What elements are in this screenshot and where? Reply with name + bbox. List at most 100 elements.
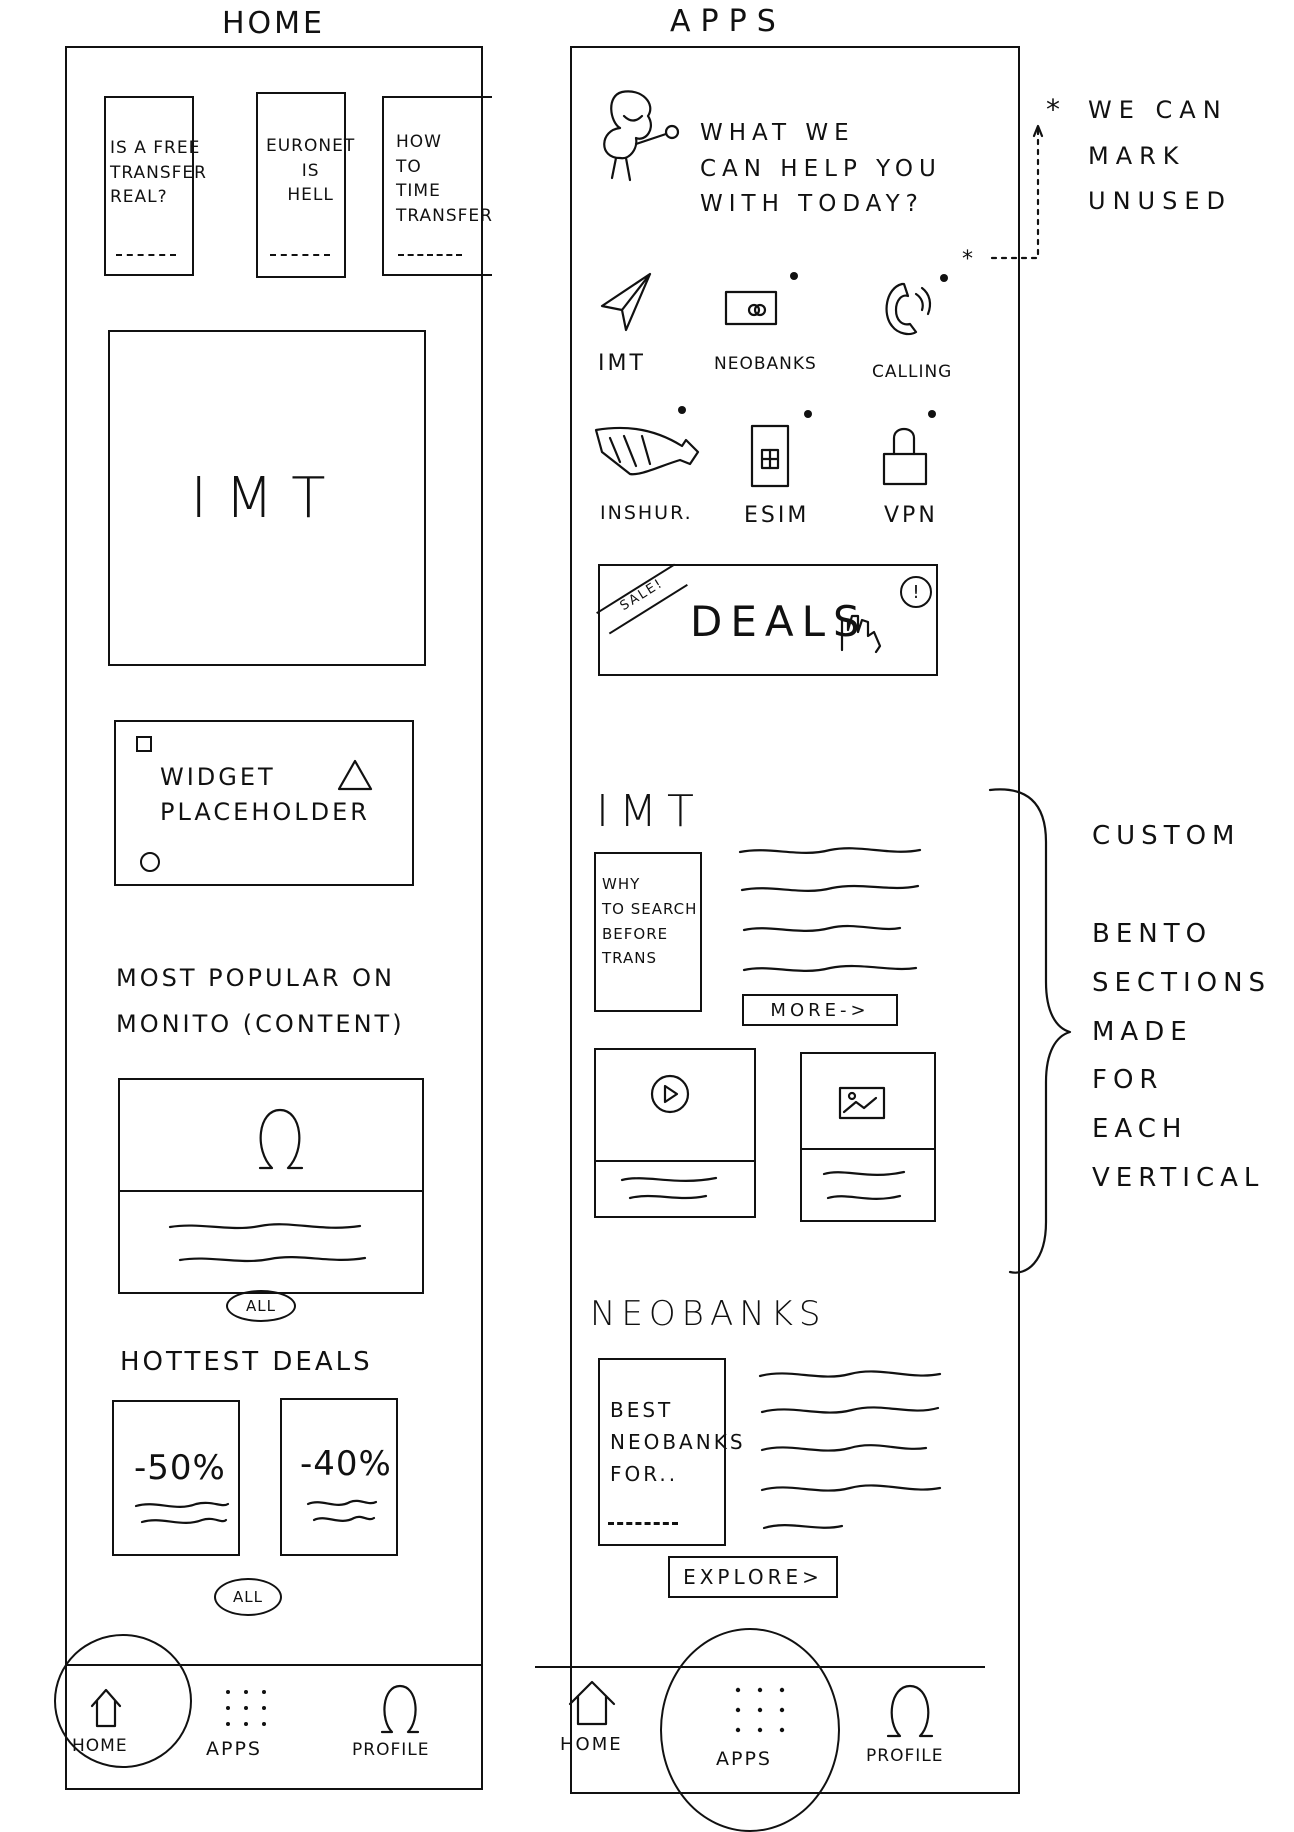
card-dashes xyxy=(116,254,176,256)
lock-icon xyxy=(882,427,928,486)
home-article-card[interactable]: IS A FREE TRANSFER REAL? xyxy=(104,96,206,276)
home-nav-home[interactable]: HOME xyxy=(72,1686,168,1766)
apps-nav-apps[interactable]: APPS xyxy=(712,1684,812,1776)
home-deals-title: HOTTEST DEALS xyxy=(120,1347,373,1377)
more-label: MORE-> xyxy=(770,999,870,1021)
card-divider xyxy=(596,1160,754,1162)
nav-label: HOME xyxy=(560,1734,623,1755)
card-dashes xyxy=(398,254,462,256)
nav-label: APPS xyxy=(206,1738,262,1760)
apps-deals-banner[interactable]: SALE! DEALS ! xyxy=(596,563,938,676)
notification-dot xyxy=(940,274,948,282)
alert-badge: ! xyxy=(900,576,932,608)
card-divider xyxy=(802,1148,934,1150)
card-dashes xyxy=(270,254,330,256)
app-tile-calling[interactable]: CALLING xyxy=(860,270,980,386)
app-tile-esim[interactable]: ESIM xyxy=(734,406,834,530)
app-tile-vpn[interactable]: VPN xyxy=(870,406,970,530)
sale-ribbon: SALE! xyxy=(596,563,688,635)
widget-label: WIDGET PLACEHOLDER xyxy=(160,763,370,826)
bank-card-icon xyxy=(724,290,778,326)
deal-text-lines xyxy=(134,1501,230,1524)
notification-dot xyxy=(928,410,936,418)
app-label: VPN xyxy=(884,503,938,528)
paper-plane-icon xyxy=(600,272,652,332)
apps-neobanks-article-card[interactable]: BEST NEOBANKS FOR.. xyxy=(598,1358,743,1546)
home-nav-profile[interactable]: PROFILE xyxy=(352,1680,456,1768)
deal-label: -50% xyxy=(134,1448,226,1488)
card-text: IS A FREE TRANSFER REAL? xyxy=(110,138,207,208)
sale-ribbon-label: SALE! xyxy=(617,575,667,615)
mascot-icon xyxy=(603,90,680,182)
home-nav-divider xyxy=(65,1664,483,1666)
app-tile-imt[interactable]: IMT xyxy=(590,270,680,380)
profile-icon xyxy=(380,1684,420,1734)
square-shape xyxy=(136,736,152,752)
card-text-lines xyxy=(620,1176,718,1200)
home-popular-all-button[interactable]: ALL xyxy=(226,1290,296,1322)
home-article-card[interactable]: EURONET IS HELL xyxy=(256,92,354,278)
app-label: NEOBANKS xyxy=(714,354,817,374)
deal-label: -40% xyxy=(300,1444,392,1484)
annotation-bento: CUSTOM BENTO SECTIONS MADE FOR EACH VERT… xyxy=(1092,821,1272,1194)
annotation-unused: WE CAN MARK UNUSED xyxy=(1088,96,1232,216)
card-text: EURONET IS HELL xyxy=(266,136,356,206)
esim-icon xyxy=(750,424,790,488)
nav-label: PROFILE xyxy=(352,1740,430,1760)
profile-icon xyxy=(886,1684,934,1738)
home-deal-card[interactable]: -40% xyxy=(280,1398,398,1556)
deals-label: DEALS xyxy=(690,597,868,646)
nav-label: APPS xyxy=(716,1748,772,1770)
grid-icon xyxy=(226,1690,266,1726)
nav-label: HOME xyxy=(72,1736,128,1756)
apps-imt-video-card[interactable] xyxy=(594,1048,756,1218)
app-tile-neobanks[interactable]: NEOBANKS xyxy=(706,270,826,380)
notification-dot xyxy=(678,406,686,414)
home-popular-title: MOST POPULAR ON MONITO (CONTENT) xyxy=(116,964,405,1038)
card-divider xyxy=(120,1190,422,1192)
play-icon xyxy=(650,1074,690,1114)
phone-icon xyxy=(885,282,932,336)
imt-text-lines xyxy=(738,847,922,972)
apps-nav-home[interactable]: HOME xyxy=(558,1676,654,1762)
circle-shape xyxy=(140,852,160,872)
apps-neobanks-explore-button[interactable]: EXPLORE> xyxy=(668,1556,838,1598)
nav-label: PROFILE xyxy=(866,1746,944,1766)
notification-dot xyxy=(790,272,798,280)
app-tile-insurance[interactable]: INSHUR. xyxy=(590,406,710,530)
card-text: WHY TO SEARCH BEFORE TRANS xyxy=(602,875,698,968)
home-widget-placeholder: WIDGET PLACEHOLDER xyxy=(114,720,414,886)
deal-text-lines xyxy=(306,1499,378,1522)
apps-imt-more-button[interactable]: MORE-> xyxy=(742,994,898,1026)
apps-imt-article-card[interactable]: WHY TO SEARCH BEFORE TRANS xyxy=(594,852,702,1012)
app-label: IMT xyxy=(598,351,646,376)
image-icon xyxy=(838,1086,886,1120)
home-article-card[interactable]: HOW TO TIME TRANSFER xyxy=(382,96,492,276)
home-nav-highlight-circle xyxy=(54,1634,192,1768)
annotation-bracket xyxy=(988,788,1072,1274)
alert-badge-label: ! xyxy=(912,581,920,603)
app-label: ESIM xyxy=(744,503,810,528)
home-deals-all-button[interactable]: ALL xyxy=(214,1578,282,1616)
hand-icon xyxy=(840,614,882,654)
home-popular-card[interactable] xyxy=(118,1078,424,1294)
annotation-connector xyxy=(988,124,1044,260)
app-label: CALLING xyxy=(872,362,953,382)
home-imt-hero[interactable]: IMT xyxy=(108,330,426,666)
home-screen-title: HOME xyxy=(222,6,326,41)
grid-icon xyxy=(735,1687,785,1733)
hero-label: IMT xyxy=(190,465,344,531)
home-deal-card[interactable]: -50% xyxy=(112,1400,240,1556)
apps-nav-profile[interactable]: PROFILE xyxy=(858,1680,968,1772)
annotation-asterisk: * xyxy=(1046,93,1060,126)
home-icon xyxy=(568,1680,616,1726)
card-text-lines xyxy=(822,1170,906,1200)
home-nav-apps[interactable]: APPS xyxy=(206,1686,302,1768)
apps-imt-image-card[interactable] xyxy=(800,1052,936,1222)
notification-dot xyxy=(804,410,812,418)
home-icon xyxy=(90,1688,122,1728)
profile-icon xyxy=(258,1108,304,1170)
apps-screen-title: APPS xyxy=(670,4,786,39)
neobanks-text-lines xyxy=(758,1370,942,1530)
explore-label: EXPLORE> xyxy=(683,1565,823,1589)
